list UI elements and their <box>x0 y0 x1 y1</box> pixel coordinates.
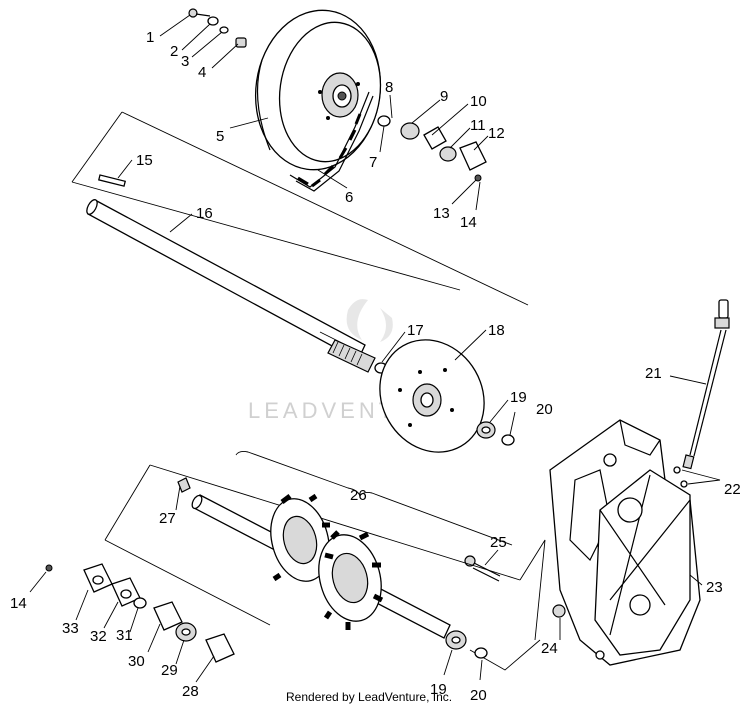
callout-8: 8 <box>385 79 393 96</box>
callout-23: 23 <box>706 579 723 596</box>
callout-32: 32 <box>90 628 107 645</box>
callout-25: 25 <box>490 534 507 551</box>
callout-19-lower: 19 <box>430 681 447 698</box>
guide-line <box>104 539 271 626</box>
callout-24: 24 <box>541 640 558 657</box>
callout-16: 16 <box>196 205 213 222</box>
callout-19: 19 <box>510 389 527 406</box>
guide-line <box>519 539 546 641</box>
callout-21: 21 <box>645 365 662 382</box>
callout-14: 14 <box>460 214 477 231</box>
callout-7: 7 <box>369 154 377 171</box>
callout-22: 22 <box>724 481 741 498</box>
callout-2: 2 <box>170 43 178 60</box>
guide-line <box>104 464 151 541</box>
seal-22b <box>680 480 688 488</box>
drive-chain <box>289 91 374 192</box>
leader-lines <box>29 14 721 683</box>
callout-6: 6 <box>345 189 353 206</box>
washer-3 <box>219 26 229 34</box>
guide-line <box>121 111 529 306</box>
callout-30: 30 <box>128 653 145 670</box>
guide-line <box>71 181 461 291</box>
fitting-27 <box>177 477 191 493</box>
oring-20 <box>501 434 515 446</box>
callout-26: 26 <box>350 487 367 504</box>
footer-credit: Rendered by LeadVenture, Inc. <box>286 690 453 704</box>
nut-13 <box>474 174 482 182</box>
bolt-1 <box>188 8 211 18</box>
callout-4: 4 <box>198 64 206 81</box>
callout-14-lower: 14 <box>10 595 27 612</box>
callout-5: 5 <box>216 128 224 145</box>
callout-11: 11 <box>470 117 486 134</box>
callout-1: 1 <box>146 29 154 46</box>
watermark-logo <box>346 299 393 342</box>
callout-18: 18 <box>488 322 505 339</box>
flange-30 <box>153 601 183 631</box>
jackshaft-16 <box>86 199 376 373</box>
dipstick-21 <box>682 299 730 470</box>
guide-line <box>71 111 123 183</box>
chaincase-cover-23 <box>594 469 691 656</box>
callout-28: 28 <box>182 683 199 700</box>
drive-shaft <box>191 493 451 639</box>
callout-12: 12 <box>488 125 505 142</box>
callout-20: 20 <box>536 401 553 418</box>
brake-disc-18 <box>379 339 485 453</box>
seal-31 <box>133 597 147 609</box>
oring-20-lower <box>474 647 488 659</box>
washer-7 <box>377 115 391 127</box>
bearing-9 <box>400 122 420 140</box>
flange-10 <box>423 126 447 150</box>
callout-20-lower: 20 <box>470 687 487 704</box>
nut-14-lower <box>45 564 53 572</box>
callout-15: 15 <box>136 152 153 169</box>
callout-33: 33 <box>62 620 79 637</box>
callout-13: 13 <box>433 205 450 222</box>
callout-3: 3 <box>181 53 189 70</box>
flange-12 <box>459 141 487 171</box>
callout-9: 9 <box>440 88 448 105</box>
brace-26 <box>235 450 513 546</box>
callout-27: 27 <box>159 510 176 527</box>
callout-17: 17 <box>407 322 424 339</box>
washer-2 <box>207 16 219 26</box>
drive-pulley <box>254 9 382 171</box>
spacer-4 <box>235 37 247 48</box>
callout-29: 29 <box>161 662 178 679</box>
callout-10: 10 <box>470 93 487 110</box>
flange-28 <box>205 633 235 663</box>
callout-31: 31 <box>116 627 133 644</box>
bearing-11 <box>439 146 457 162</box>
seal-22 <box>673 466 681 474</box>
nut-24 <box>552 604 566 618</box>
key-15 <box>98 174 127 187</box>
guide-line <box>149 464 521 581</box>
